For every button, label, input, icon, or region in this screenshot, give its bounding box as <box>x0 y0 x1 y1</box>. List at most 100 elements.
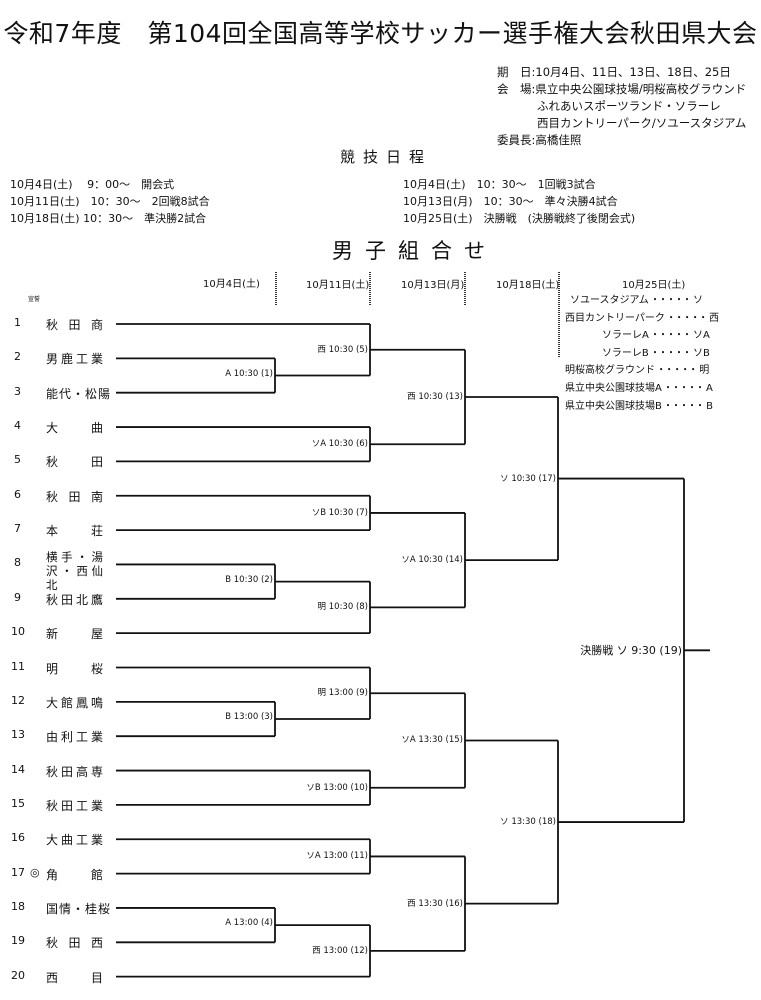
team-number: 14 <box>11 762 25 776</box>
team-number: 6 <box>14 487 21 501</box>
team-number: 4 <box>14 419 21 433</box>
venue-legend-item: 明桜高校グラウンド ・・・・・明 <box>565 361 715 376</box>
schedule-left-2: 10月11日(土) 10：30～ 2回戦8試合 <box>10 195 210 208</box>
venue-code: ソA <box>693 330 710 342</box>
team-name: 大曲工業 <box>46 833 104 848</box>
team-number: 15 <box>11 796 25 810</box>
dates-row: 期 日:10月4日、11日、13日、18日、25日 <box>497 64 731 80</box>
match-label-6: ソA 10:30 (6) <box>311 439 368 450</box>
venues-label: 会 場: <box>497 82 536 96</box>
match-label-7: ソB 10:30 (7) <box>311 507 368 518</box>
legend-dots: ・・・・・ <box>648 347 692 359</box>
venue-code: 西 <box>709 312 720 324</box>
team-name: 国情・桂桜 <box>46 901 112 916</box>
team-name: 西目 <box>46 970 104 985</box>
match-label-2: B 10:30 (2) <box>225 574 273 585</box>
match-label-15: ソA 13:30 (15) <box>401 735 463 746</box>
team-number: 1 <box>14 316 21 329</box>
venue-name: ソラーレB <box>601 347 649 359</box>
team-name: 本荘 <box>46 524 104 539</box>
match-label-11: ソA 13:00 (11) <box>306 851 368 862</box>
team-name: 秋田工業 <box>46 798 104 813</box>
venue-code: ソB <box>693 347 710 359</box>
round-date-2: 10月11日(土) <box>306 280 370 291</box>
venue-code: 明 <box>699 365 710 377</box>
team-name: 新屋 <box>46 627 104 642</box>
match-label-12: 西 13:00 (12) <box>312 945 368 956</box>
team-number: 11 <box>11 659 25 673</box>
team-name: 秋田北鷹 <box>46 592 104 607</box>
team-number: 8 <box>14 556 21 570</box>
chair-label: 委員長: <box>497 133 536 147</box>
venue-legend-item: 県立中央公園球技場B ・・・・・B <box>565 397 715 412</box>
venue-name: ソユースタジアム <box>570 295 649 306</box>
team-name: 横手・湯沢・西仙北 <box>46 550 104 593</box>
bracket-heading: 男子組合せ <box>332 239 497 263</box>
team-number: 13 <box>11 728 25 742</box>
legend-dots: ・・・・・ <box>655 365 698 377</box>
legend-dots: ・・・・・ <box>661 383 705 394</box>
team-name: 秋田商 <box>46 318 104 332</box>
venue-code: ソ <box>693 295 703 306</box>
team-name: 角館 <box>46 867 104 882</box>
round-date-5: 10月25日(土) <box>622 280 686 291</box>
schedule-right-1: 10月4日(土) 10：30～ 1回戦3試合 <box>403 178 596 191</box>
team-name: 能代・松陽 <box>46 386 112 401</box>
venue-name: 明桜高校グラウンド <box>565 365 655 377</box>
round-date-3: 10月13日(月) <box>401 280 465 291</box>
venue-line-1: 県立中央公園球技場/明桜高校グラウンド <box>535 82 747 96</box>
round-date-1: 10月4日(土) <box>203 279 260 290</box>
team-name: 秋田南 <box>46 489 104 504</box>
team-number: 19 <box>11 934 25 948</box>
schedule-heading: 競技日程 <box>340 148 433 166</box>
venue-legend-item: ソラーレA ・・・・・ソA <box>565 326 715 341</box>
legend-dots: ・・・・・ <box>661 400 705 412</box>
schedule-left-3: 10月18日(土) 10：30～ 準決勝2試合 <box>10 212 207 225</box>
team-name: 由利工業 <box>46 730 104 745</box>
team-name: 秋田 <box>46 455 104 470</box>
legend-dots: ・・・・・ <box>664 312 708 324</box>
team-number: 20 <box>11 968 25 982</box>
venue-legend-item: 県立中央公園球技場A ・・・・・A <box>565 379 715 394</box>
team-name: 明桜 <box>46 661 104 676</box>
team-name: 男鹿工業 <box>46 352 104 367</box>
team-number: 18 <box>11 899 25 913</box>
match-label-8: 明 10:30 (8) <box>317 602 368 613</box>
dates-value: 10月4日、11日、13日、18日、25日 <box>535 65 731 79</box>
team-number: 3 <box>14 384 21 398</box>
schedule-left-1: 10月4日(土) 9：00～ 開会式 <box>10 178 175 191</box>
team-number: 2 <box>14 350 21 364</box>
seed-mark: ◎ <box>30 865 40 879</box>
team-number: 9 <box>14 590 21 604</box>
match-label-16: 西 13:30 (16) <box>407 898 463 909</box>
match-label-1: A 10:30 (1) <box>225 368 273 379</box>
team-number: 17 <box>11 865 25 879</box>
match-label-13: 西 10:30 (13) <box>407 391 463 402</box>
match-label-9: 明 13:00 (9) <box>317 688 368 699</box>
venue-line-3: 西目カントリーパーク/ソユースタジアム <box>537 116 747 130</box>
chair-value: 高橋佳照 <box>535 133 582 147</box>
venue-code: B <box>706 400 713 412</box>
team-number: 16 <box>11 831 25 845</box>
dates-label: 期 日: <box>497 65 536 79</box>
match-label-3: B 13:00 (3) <box>225 712 273 723</box>
venue-line-2: ふれあいスポーツランド・ソラーレ <box>537 99 721 113</box>
team-number: 7 <box>14 522 21 536</box>
oath-label: 宣誓 <box>28 296 41 303</box>
schedule-right-2: 10月13日(月) 10：30～ 準々決勝4試合 <box>403 195 618 208</box>
round-date-4: 10月18日(土) <box>496 280 560 291</box>
team-number: 5 <box>14 453 21 467</box>
legend-dots: ・・・・・ <box>648 295 692 306</box>
venues-row: 会 場:県立中央公園球技場/明桜高校グラウンド <box>497 81 746 97</box>
match-label-17: ソ 10:30 (17) <box>500 473 556 484</box>
legend-dots: ・・・・・ <box>648 330 692 342</box>
venue-name: 県立中央公園球技場B <box>565 400 662 412</box>
match-label-18: ソ 13:30 (18) <box>500 817 556 828</box>
match-label-5: 西 10:30 (5) <box>317 344 368 355</box>
match-label-4: A 13:00 (4) <box>225 918 273 929</box>
venue-name: 県立中央公園球技場A <box>565 383 662 394</box>
match-label-10: ソB 13:00 (10) <box>306 782 368 793</box>
venue-legend-item: 西目カントリーパーク ・・・・・西 <box>565 309 719 324</box>
team-name: 大館鳳鳴 <box>46 695 104 710</box>
team-name: 大曲 <box>46 421 104 436</box>
